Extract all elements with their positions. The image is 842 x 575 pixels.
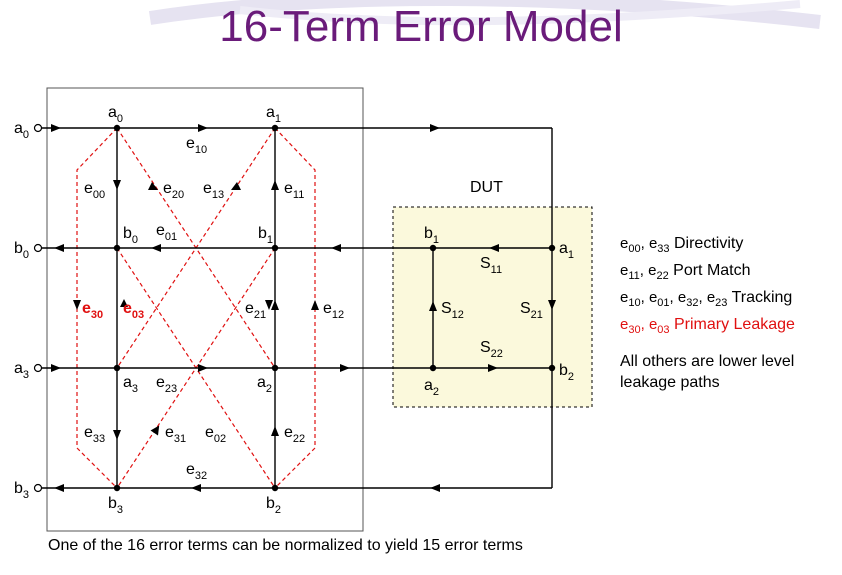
dut-s22: S22 <box>480 339 503 360</box>
term-e30: e30 <box>82 300 103 321</box>
legend-row: e30, e03 Primary Leakage <box>620 314 835 341</box>
term-e31: e31 <box>165 424 186 445</box>
legend-note: All others are lower level leakage paths <box>620 351 835 393</box>
port-label-a3: a3 <box>14 360 29 381</box>
term-e12: e12 <box>323 300 344 321</box>
port-label-b0: b0 <box>14 240 29 261</box>
term-e11: e11 <box>284 180 304 201</box>
dut-s11: S11 <box>480 255 502 276</box>
port-label-a0: a0 <box>14 120 29 141</box>
legend-note-line1: All others are lower level <box>620 353 795 370</box>
node-label-a2: a2 <box>257 374 272 395</box>
legend-row-terms: e00, e33 <box>620 235 670 255</box>
node-label-b1: b1 <box>258 225 273 246</box>
node-label-top-a1: a1 <box>266 104 281 125</box>
legend-row-label: Tracking <box>727 289 793 306</box>
dut-node-a1: a1 <box>559 240 574 261</box>
legend-row: e00, e33 Directivity <box>620 233 835 260</box>
dut-label: DUT <box>470 179 503 196</box>
dut-s21: S21 <box>520 300 543 321</box>
node-label-a3: a3 <box>123 374 138 395</box>
node-label-b0: b0 <box>123 225 138 246</box>
dut-box <box>392 206 593 408</box>
legend-row-terms: e30, e03 <box>620 316 670 336</box>
page-title: 16-Term Error Model <box>219 2 623 51</box>
term-e21: e21 <box>245 300 266 321</box>
port-label-b3: b3 <box>14 480 29 501</box>
leakage-paths <box>76 127 316 489</box>
term-e00: e00 <box>84 180 105 201</box>
term-e23: e23 <box>156 374 177 395</box>
legend-row-label: Port Match <box>668 262 751 279</box>
legend-row-label: Directivity <box>669 235 744 252</box>
leak-arrows <box>73 300 319 310</box>
dut-node-b2: b2 <box>559 362 574 383</box>
term-e22: e22 <box>284 424 305 445</box>
caption: One of the 16 error terms can be normali… <box>48 537 523 554</box>
node-label-bot-b2: b2 <box>266 495 281 516</box>
legend-row-terms: e11, e22 <box>620 262 669 282</box>
term-e13: e13 <box>203 180 224 201</box>
dut-node-b1: b1 <box>424 225 439 246</box>
node-label-top-a0: a0 <box>108 104 123 125</box>
term-e03: e03 <box>123 300 144 321</box>
legend-row: e10, e01, e32, e23 Tracking <box>620 287 835 314</box>
legend-note-line2: leakage paths <box>620 374 720 391</box>
error-adapter-box <box>46 87 364 532</box>
port-terminals <box>33 123 43 493</box>
term-e02: e02 <box>205 424 226 445</box>
dut-node-a2: a2 <box>424 377 439 398</box>
node-label-bot-b3: b3 <box>108 495 123 516</box>
arrows <box>51 124 556 492</box>
legend-row-terms: e10, e01, e32, e23 <box>620 289 728 309</box>
dut-s12: S12 <box>441 300 464 321</box>
legend-row-label: Primary Leakage <box>669 316 795 333</box>
term-e10: e10 <box>186 135 207 156</box>
term-e01: e01 <box>156 222 177 243</box>
term-e33: e33 <box>84 424 105 445</box>
nodes <box>113 124 556 492</box>
term-e32: e32 <box>186 461 207 482</box>
term-e20: e20 <box>163 180 184 201</box>
legend-row: e11, e22 Port Match <box>620 260 835 287</box>
